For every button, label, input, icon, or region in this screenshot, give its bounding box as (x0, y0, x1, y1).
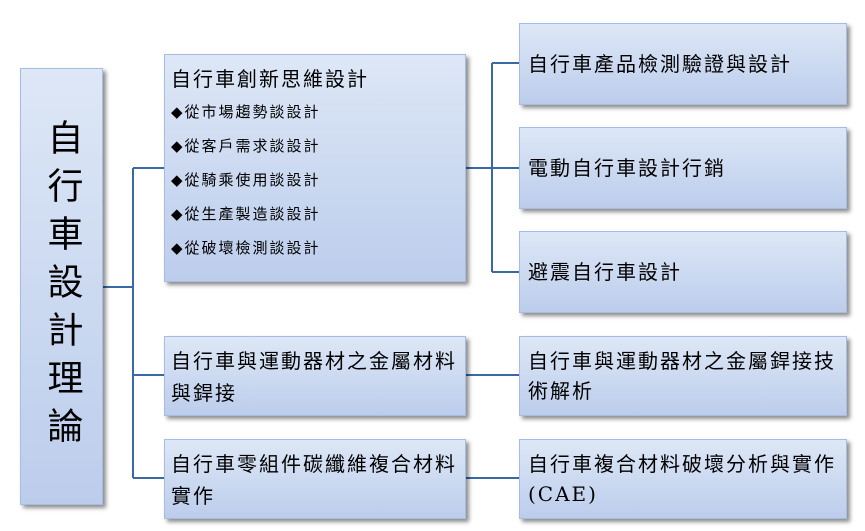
branch-item: ◆從生產製造談設計 (171, 205, 321, 223)
branch-item: ◆從客戶需求談設計 (171, 137, 321, 155)
leaf-node-composite-failure-cae: 自行車複合材料破壞分析與實作(CAE) (519, 439, 847, 519)
branch-item: ◆從騎乘使用談設計 (171, 171, 321, 189)
leaf-label: 自行車複合材料破壞分析與實作(CAE) (528, 452, 836, 506)
leaf-label: 自行車產品檢測驗證與設計 (528, 52, 792, 76)
branch-node-innovative-design: 自行車創新思維設計 ◆從市場趨勢談設計 ◆從客戶需求談設計 ◆從騎乘使用談設計 … (164, 54, 466, 282)
leaf-node-ebike-marketing: 電動自行車設計行銷 (519, 127, 847, 209)
branch-node-metal-welding: 自行車與運動器材之金屬材料與銲接 (164, 336, 466, 416)
root-label: 自行車設計理論 (41, 118, 83, 455)
branch-node-carbon-fiber: 自行車零組件碳纖維複合材料實作 (164, 439, 466, 519)
branch-item: ◆從市場趨勢談設計 (171, 103, 321, 121)
branch-title: 自行車與運動器材之金屬材料與銲接 (171, 349, 457, 405)
branch-item: ◆從破壞檢測談設計 (171, 239, 321, 257)
leaf-node-suspension-design: 避震自行車設計 (519, 231, 847, 313)
leaf-label: 電動自行車設計行銷 (528, 156, 726, 180)
branch-title: 自行車創新思維設計 (171, 67, 369, 91)
branch-title: 自行車零組件碳纖維複合材料實作 (171, 452, 457, 508)
leaf-label: 自行車與運動器材之金屬銲接技術解析 (528, 349, 836, 403)
leaf-node-testing-verification: 自行車產品檢測驗證與設計 (519, 23, 847, 105)
root-node: 自行車設計理論 (20, 68, 103, 505)
leaf-label: 避震自行車設計 (528, 260, 682, 284)
leaf-node-welding-technology: 自行車與運動器材之金屬銲接技術解析 (519, 336, 847, 416)
